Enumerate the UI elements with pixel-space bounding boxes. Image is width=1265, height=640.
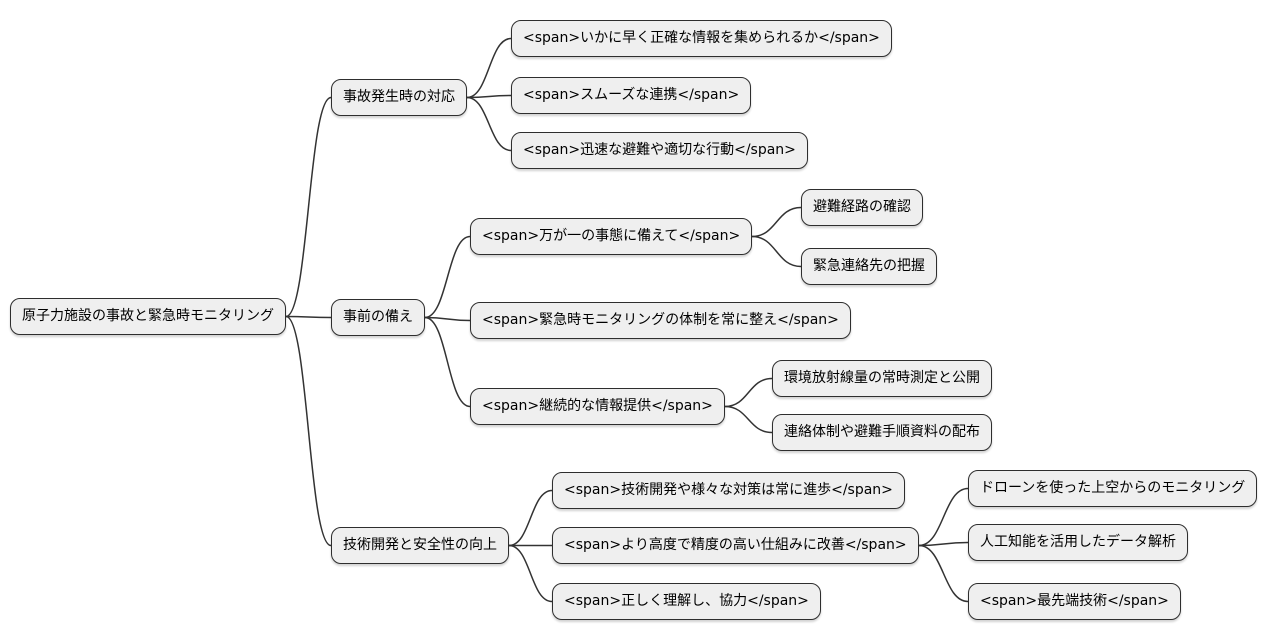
mindmap-node-b3c2a: ドローンを使った上空からのモニタリング	[968, 470, 1258, 507]
edge-b2c3-b2c3a	[724, 377, 773, 408]
mindmap-node-b2: 事前の備え	[331, 299, 425, 336]
mindmap-node-b3c3: <span>正しく理解し、協力</span>	[552, 583, 821, 620]
edge-b2-b2c2	[424, 316, 471, 322]
mindmap-node-b2c2: <span>緊急時モニタリングの体制を常に整え</span>	[470, 302, 851, 339]
edge-b2c1-b2c1b	[751, 235, 802, 268]
mindmap-node-root: 原子力施設の事故と緊急時モニタリング	[10, 298, 286, 335]
mindmap-node-b3c2: <span>より高度で精度の高い仕組みに改善</span>	[552, 527, 919, 564]
edge-b2c3-b2c3b	[724, 405, 773, 434]
mindmap-node-b2c3b: 連絡体制や避難手順資料の配布	[772, 414, 992, 451]
edge-b1-b1c1	[466, 37, 512, 99]
edge-root-b1	[285, 96, 332, 318]
edge-b3c2-b3c2a	[918, 487, 969, 547]
edge-root-b2	[285, 315, 332, 319]
edge-b3c2-b3c2b	[918, 541, 969, 547]
edge-b1-b1c2	[466, 94, 512, 99]
mindmap-node-b3: 技術開発と安全性の向上	[331, 527, 509, 564]
mindmap-node-b2c1: <span>万が一の事態に備えて</span>	[470, 218, 753, 255]
mindmap-node-b3c2b: 人工知能を活用したデータ解析	[968, 524, 1188, 561]
mindmap-node-b2c1a: 避難経路の確認	[801, 189, 923, 226]
edge-b2-b2c3	[424, 316, 471, 408]
mindmap-node-b2c3a: 環境放射線量の常時測定と公開	[772, 360, 992, 397]
edge-b3-b3c3	[508, 544, 553, 603]
mindmap-node-b2c3: <span>継続的な情報提供</span>	[470, 388, 725, 425]
mindmap-node-b1c1: <span>いかに早く正確な情報を集められるか</span>	[511, 20, 892, 57]
edge-b3c2-b3c2c	[918, 544, 969, 603]
edge-b2c1-b2c1a	[751, 206, 802, 238]
edge-b2-b2c1	[424, 235, 471, 319]
mindmap-node-b1c2: <span>スムーズな連携</span>	[511, 77, 752, 114]
edge-b3-b3c1	[508, 489, 553, 547]
mindmap-node-b3c1: <span>技術開発や様々な対策は常に進歩</span>	[552, 472, 905, 509]
mindmap-node-b1: 事故発生時の対応	[331, 79, 467, 116]
mindmap-node-b1c3: <span>迅速な避難や適切な行動</span>	[511, 132, 808, 169]
edge-b1-b1c3	[466, 96, 512, 152]
mindmap-node-b3c2c: <span>最先端技術</span>	[968, 583, 1181, 620]
edge-root-b3	[285, 315, 332, 547]
mindmap-node-b2c1b: 緊急連絡先の把握	[801, 248, 937, 285]
